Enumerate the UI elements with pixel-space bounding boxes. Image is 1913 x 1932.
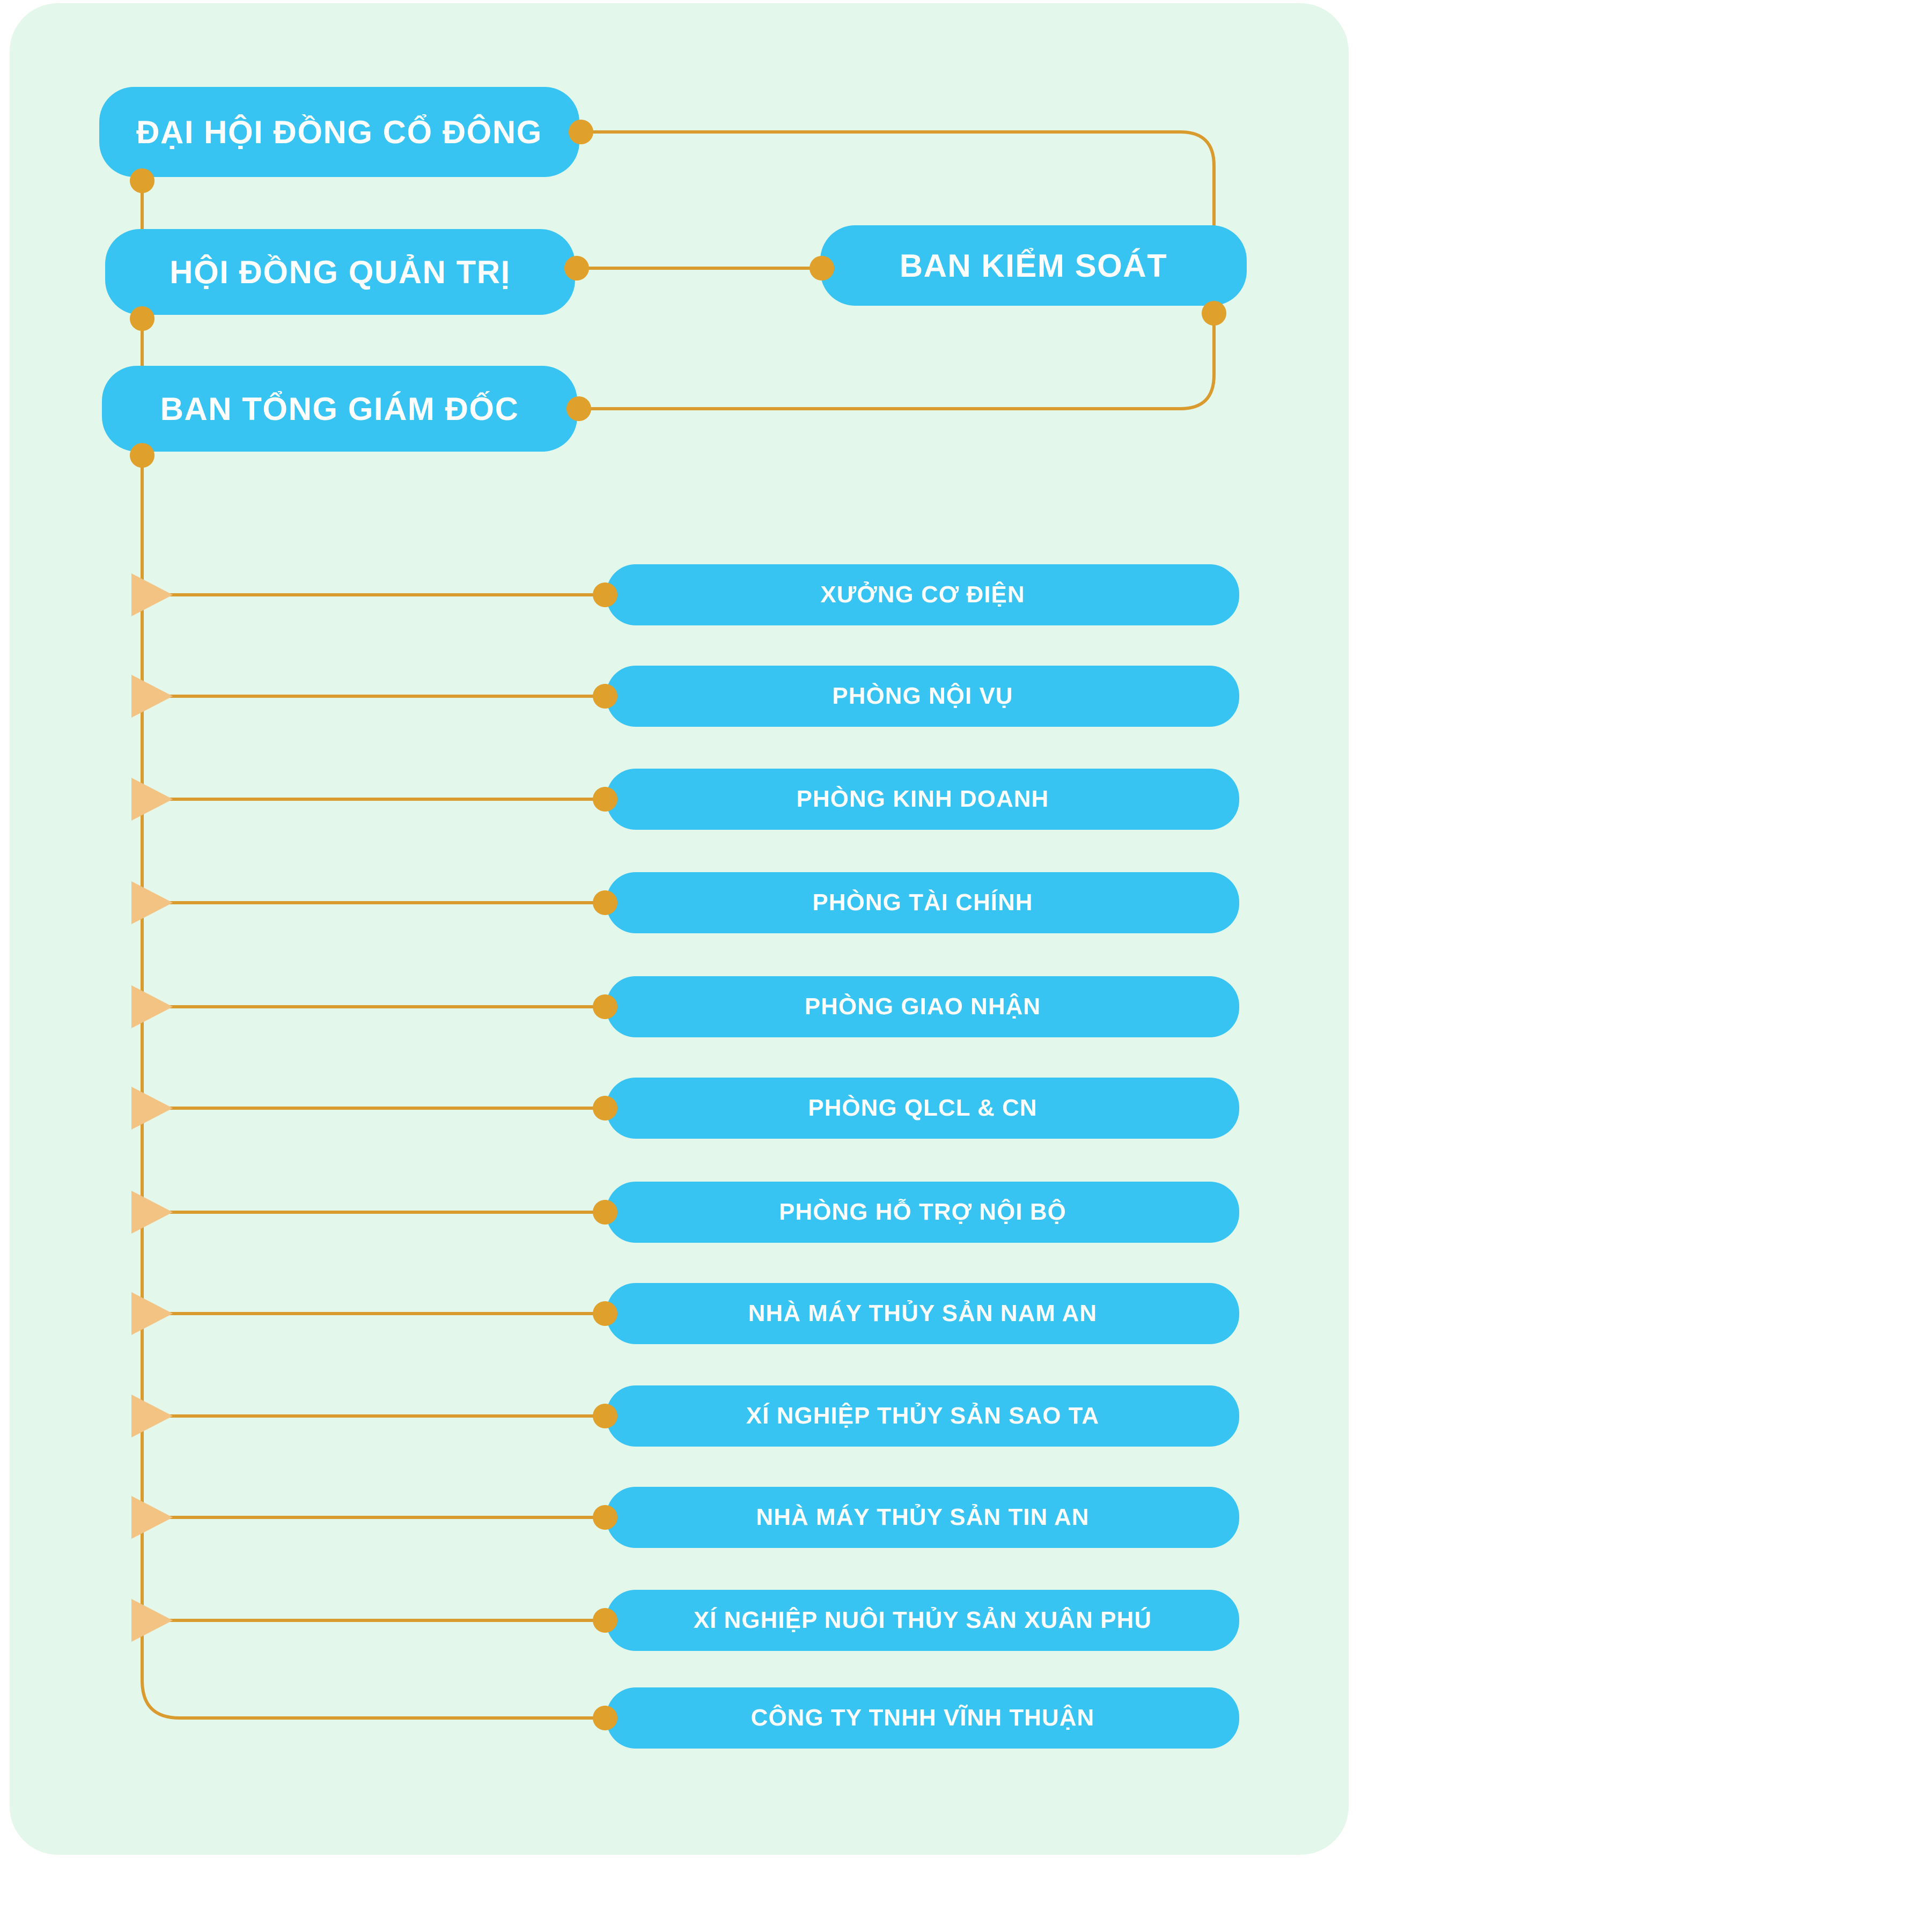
node-cong-ty-tnhh-vinh-thuan: CÔNG TY TNHH VĨNH THUẬN	[606, 1687, 1239, 1749]
node-xi-nghiep-thuy-san-sao-ta: XÍ NGHIỆP THỦY SẢN SAO TA	[606, 1385, 1239, 1447]
node-phong-qlcl-cn: PHÒNG QLCL & CN	[606, 1078, 1239, 1139]
node-dai-hoi-dong-co-dong: ĐẠI HỘI ĐỒNG CỔ ĐÔNG	[99, 87, 579, 177]
connector-line	[141, 449, 608, 1720]
node-hoi-dong-quan-tri: HỘI ĐỒNG QUẢN TRỊ	[105, 229, 575, 315]
node-nha-may-thuy-san-tin-an: NHÀ MÁY THỦY SẢN TIN AN	[606, 1487, 1239, 1548]
node-phong-kinh-doanh: PHÒNG KINH DOANH	[606, 769, 1239, 830]
node-phong-tai-chinh: PHÒNG TÀI CHÍNH	[606, 872, 1239, 933]
node-xuong-co-dien: XƯỞNG CƠ ĐIỆN	[606, 564, 1239, 625]
node-phong-noi-vu: PHÒNG NỘI VỤ	[606, 666, 1239, 727]
node-ban-tong-giam-doc: BAN TỔNG GIÁM ĐỐC	[102, 366, 577, 452]
node-phong-giao-nhan: PHÒNG GIAO NHẬN	[606, 976, 1239, 1037]
node-ban-kiem-soat: BAN KIỂM SOÁT	[820, 225, 1247, 306]
node-phong-ho-tro-noi-bo: PHÒNG HỖ TRỢ NỘI BỘ	[606, 1182, 1239, 1243]
trunk-and-branch-connectors	[141, 449, 608, 1720]
node-xi-nghiep-nuoi-thuy-san-xuan-phu: XÍ NGHIỆP NUÔI THỦY SẢN XUÂN PHÚ	[606, 1590, 1239, 1651]
node-nha-may-thuy-san-nam-an: NHÀ MÁY THỦY SẢN NAM AN	[606, 1283, 1239, 1344]
